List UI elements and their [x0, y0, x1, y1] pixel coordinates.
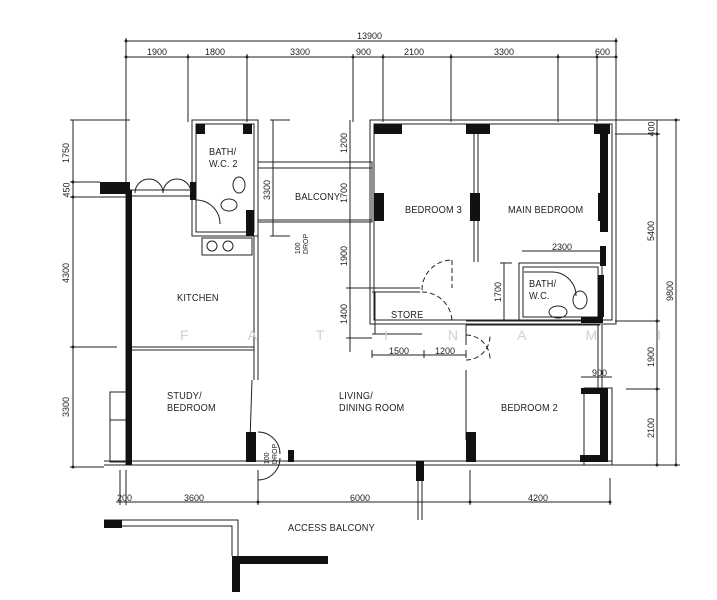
- dim-top-2: 1800: [205, 47, 226, 57]
- room-label-bedroom-2: BEDROOM 2: [501, 403, 558, 414]
- drop-annotation-entrance: 100 DROP: [264, 443, 280, 465]
- room-label-access-balcony: ACCESS BALCONY: [288, 523, 375, 534]
- wall-columns: [100, 124, 610, 592]
- dim-right-4: 2100: [646, 417, 657, 439]
- dim-top-5: 2100: [404, 47, 425, 57]
- room-label-bath-wc-1: BATH/ W.C.: [529, 279, 557, 302]
- mid-dimension-lines: [270, 119, 612, 378]
- dim-right-total: 9800: [665, 280, 676, 302]
- bottom-dimension-lines: [116, 470, 611, 505]
- room-label-study-bedroom: STUDY/ BEDROOM: [167, 391, 216, 414]
- dim-mid-1: 1200: [339, 132, 350, 154]
- dim-bottom-3: 6000: [350, 493, 371, 503]
- dim-top-1: 1900: [147, 47, 168, 57]
- dim-bottom-1: 200: [117, 493, 133, 503]
- dim-bath1-width: 2300: [552, 242, 573, 252]
- dim-bottom-2: 3600: [184, 493, 205, 503]
- dim-right-3: 1900: [646, 346, 657, 368]
- dim-mid-2: 1700: [339, 182, 350, 204]
- fixtures: [201, 176, 588, 319]
- dim-right-1: 400: [646, 121, 657, 137]
- dim-left-3: 4300: [61, 262, 72, 284]
- right-dimension-lines: [612, 119, 680, 466]
- dim-store-width-2: 1200: [435, 346, 456, 356]
- dim-top-4: 900: [356, 47, 372, 57]
- dim-bath1-height: 1700: [493, 281, 504, 303]
- door-swings: [134, 178, 577, 481]
- drop-annotation-balcony: 100 DROP: [295, 233, 311, 255]
- dim-top-7: 600: [595, 47, 611, 57]
- room-label-bath-wc-2: BATH/ W.C. 2: [209, 147, 238, 170]
- dim-right-2: 5400: [646, 220, 657, 242]
- walls: [100, 119, 617, 560]
- room-label-living-dining: LIVING/ DINING ROOM: [339, 391, 405, 414]
- dim-bottom-4: 4200: [528, 493, 549, 503]
- watermark: F A T I N A M I R A: [180, 327, 717, 343]
- left-dimension-lines: [70, 119, 130, 468]
- dim-balcony-height: 3300: [262, 179, 273, 201]
- dashed-door-swings: [421, 259, 491, 361]
- dim-top-total: 13900: [357, 31, 383, 41]
- room-label-bedroom-3: BEDROOM 3: [405, 205, 462, 216]
- dim-bedroom2-notch: 900: [592, 368, 608, 378]
- dim-mid-4: 1400: [339, 303, 350, 325]
- dim-left-2: 450: [61, 182, 72, 198]
- dim-left-4: 3300: [61, 396, 72, 418]
- dim-top-3: 3300: [290, 47, 311, 57]
- room-label-store: STORE: [391, 310, 424, 321]
- room-label-main-bedroom: MAIN BEDROOM: [508, 205, 584, 216]
- dim-left-1: 1750: [61, 142, 72, 164]
- room-label-balcony: BALCONY: [295, 192, 341, 203]
- dim-store-width-1: 1500: [389, 346, 410, 356]
- room-label-kitchen: KITCHEN: [177, 293, 219, 304]
- dim-top-6: 3300: [494, 47, 515, 57]
- dim-mid-3: 1900: [339, 245, 350, 267]
